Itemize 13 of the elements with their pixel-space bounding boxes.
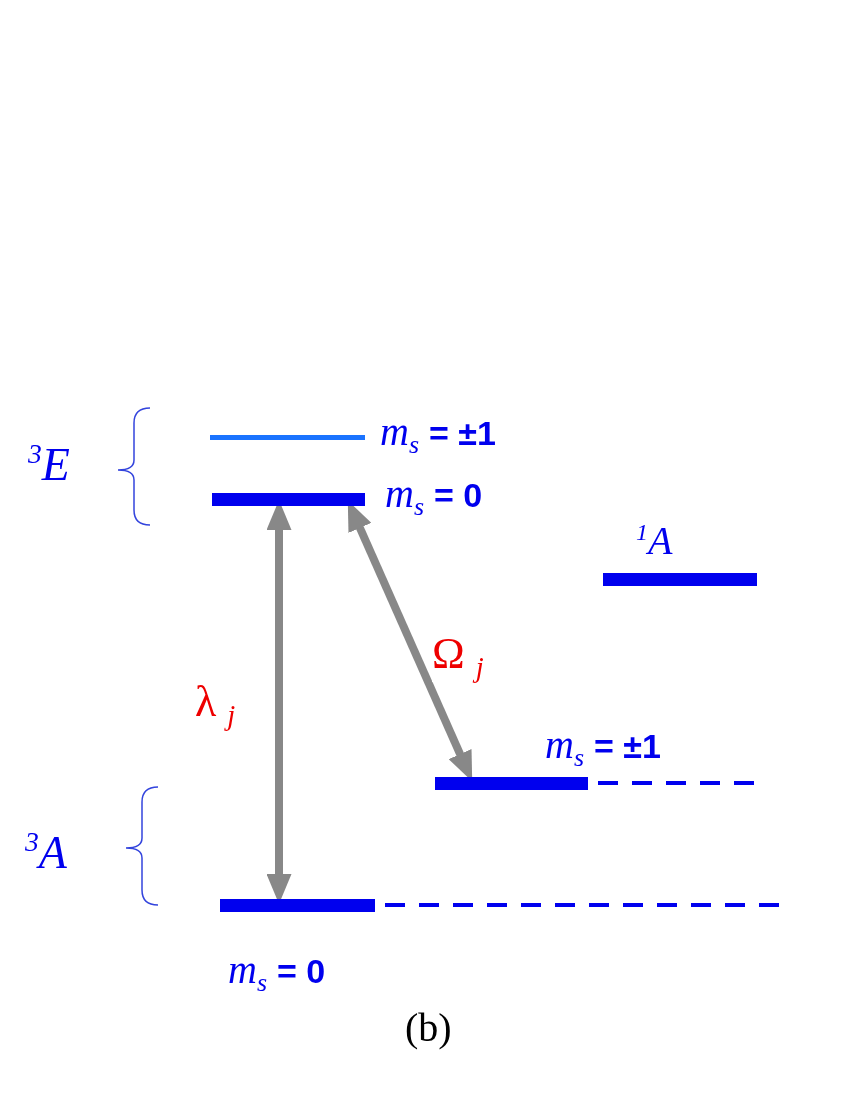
caption: (b)	[405, 1008, 452, 1048]
level-label: m$_{s}$ = ±1	[380, 412, 496, 458]
state-label: $^{3}$E	[28, 440, 70, 488]
energy-level-bar	[210, 434, 365, 440]
energy-level-bar	[220, 898, 375, 912]
energy-level-bar	[603, 572, 757, 586]
level-label: m$_{s}$ = 0	[385, 474, 483, 520]
energy-level-bar	[435, 776, 588, 790]
level-label: $^{1}$A	[636, 520, 673, 562]
energy-level-bar	[212, 492, 365, 506]
level-label: m$_{s}$ = ±1	[545, 725, 661, 771]
state-label: $^{3}$A	[25, 828, 67, 876]
level-label: m$_{s}$ = 0	[228, 950, 326, 996]
